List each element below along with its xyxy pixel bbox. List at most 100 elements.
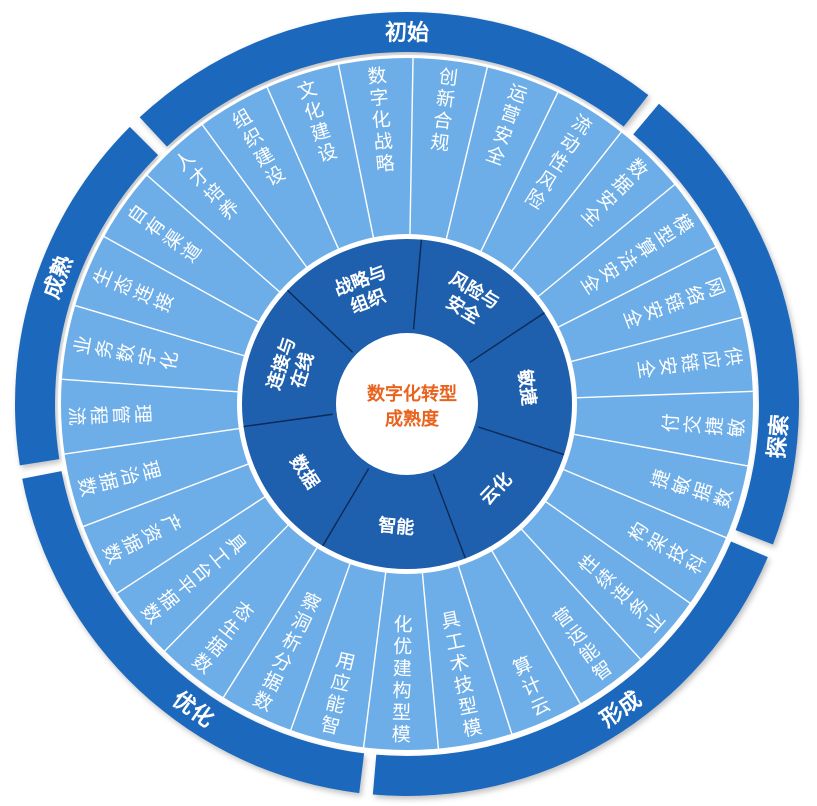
capability-label-char: 术: [448, 651, 471, 676]
capability-divider: [163, 523, 290, 653]
capability-divider: [337, 63, 375, 240]
capability-divider: [490, 549, 582, 705]
capability-divider: [409, 57, 414, 237]
capability-divider: [60, 378, 240, 393]
dimension-divider: [322, 468, 370, 547]
capability-label-char: 建: [393, 658, 412, 680]
capability-label-char: 化: [371, 108, 392, 132]
capability-label-char: 流: [65, 406, 88, 426]
capability-dividers: [59, 56, 755, 752]
stage-segment: [22, 471, 365, 794]
dimension-divider: [469, 312, 545, 364]
dimension-divider: [412, 239, 423, 330]
capability-divider: [116, 495, 267, 595]
capability-divider: [82, 462, 251, 528]
capability-label-char: 字: [136, 346, 161, 369]
capability-label-char: 字: [369, 86, 390, 110]
stage-segment: [139, 11, 649, 147]
dimension-divider: [243, 413, 333, 428]
capability-label-char: 创: [437, 65, 459, 89]
dimension-divider: [432, 473, 467, 559]
capability-divider: [569, 316, 744, 363]
capability-label-char: 全: [633, 358, 658, 380]
dimension-label: 敏捷: [513, 367, 540, 408]
capability-label-char: 型: [392, 702, 411, 724]
capability-label-char: 应: [329, 670, 353, 696]
capability-label-char: 化: [393, 614, 412, 636]
capability-label-char: 规: [429, 131, 451, 155]
capability-label-char: 治: [116, 464, 142, 488]
capability-label-char: 战: [373, 130, 394, 154]
capability-divider: [536, 183, 676, 299]
capability-label-char: 捷: [704, 416, 727, 437]
capability-label-char: 型: [457, 694, 480, 719]
capability-divider: [543, 500, 692, 605]
capability-label-char: 数: [114, 342, 139, 365]
dimension-label-line: 敏捷: [513, 367, 540, 408]
capability-label-char: 优: [393, 636, 412, 658]
stage-label: 探索: [764, 413, 794, 459]
capability-divider: [63, 427, 241, 455]
capability-divider: [266, 86, 340, 251]
capability-label-char: 化: [157, 350, 182, 373]
capability-label-char: 链: [677, 352, 702, 374]
stage-segment: [14, 126, 159, 466]
capability-label-char: 供: [720, 345, 745, 367]
capability-divider: [574, 390, 754, 399]
capability-label-char: 交: [682, 414, 705, 435]
capability-label-char: 数: [367, 65, 388, 89]
center-title-line2: 成熟度: [385, 408, 440, 430]
stage-segment: [372, 541, 768, 796]
capability-divider: [572, 433, 749, 467]
capability-label-char: 程: [87, 405, 110, 425]
dimension-divider: [478, 426, 565, 456]
capability-label-char: 略: [375, 152, 396, 176]
capability-divider: [457, 563, 513, 735]
capability-label-char: 务: [92, 338, 117, 361]
capability-label-char: 模: [392, 724, 411, 746]
dimension-label: 智能: [377, 514, 415, 539]
center-circle: [332, 329, 482, 479]
capability-divider: [222, 546, 319, 699]
capability-divider: [74, 304, 247, 357]
capability-label-char: 付: [660, 413, 683, 434]
capability-label: 流程管理: [65, 404, 154, 426]
stage-segment: [633, 103, 799, 545]
stage-label: 初始: [385, 20, 429, 46]
capability-label-char: 敏: [725, 417, 748, 438]
capability-label-char: 能: [324, 692, 348, 718]
capability-divider: [102, 235, 261, 324]
capability-label-char: 合: [432, 109, 454, 133]
capability-divider: [556, 246, 717, 329]
capability-divider: [561, 468, 728, 539]
capability-divider: [445, 66, 489, 241]
capability-divider: [479, 91, 559, 254]
stage-ring: [14, 11, 799, 796]
capability-label-char: 管: [109, 405, 132, 425]
capability-divider: [519, 527, 642, 661]
capability-label-char: 理: [137, 458, 163, 482]
capability-divider: [289, 562, 352, 732]
capability-ring-border: [59, 56, 755, 752]
capability-label-char: 据: [95, 469, 121, 493]
capability-label-char: 数: [74, 475, 100, 499]
center-title-line1: 数字化转型: [367, 383, 457, 405]
capability-divider: [201, 123, 309, 269]
capability-label-char: 智: [318, 713, 342, 739]
capability-divider: [362, 570, 387, 749]
dimension-label-line: 智能: [377, 514, 415, 539]
capability-label-char: 模: [461, 716, 484, 741]
capability-label-char: 工: [444, 630, 467, 655]
capability-label-char: 具: [439, 608, 462, 633]
capability-label-char: 用: [334, 649, 358, 675]
